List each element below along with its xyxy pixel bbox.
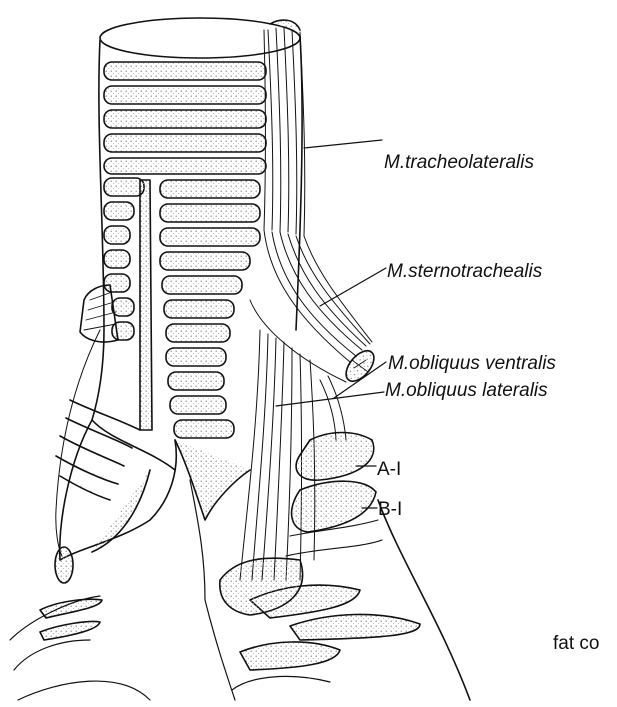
label-obliquus-ventralis: M.obliquus ventralis <box>388 354 556 373</box>
label-b1: B-I <box>378 500 402 519</box>
lower-left-ring-2 <box>40 621 100 640</box>
lower-left-ring-1 <box>40 599 102 618</box>
label-fat: fat co <box>553 634 599 653</box>
trachea-ridge <box>140 180 152 430</box>
ring-b1 <box>292 481 376 532</box>
m-obliquus-ventralis <box>320 376 346 440</box>
label-a1: A-I <box>377 460 401 479</box>
label-tracheolateralis: M.tracheolateralis <box>384 153 534 172</box>
label-obliquus-lateralis: M.obliquus lateralis <box>385 381 548 400</box>
tracheal-rings-lower <box>104 178 260 438</box>
right-bronchus-ring-2 <box>290 614 420 640</box>
m-tracheolateralis <box>264 28 305 236</box>
fat-droplet <box>55 547 73 583</box>
label-sternotrachealis: M.sternotrachealis <box>387 262 542 281</box>
tracheal-rings-upper <box>104 62 266 174</box>
ring-a1 <box>296 433 374 481</box>
nerve-line <box>56 330 100 556</box>
bifurcation <box>175 440 250 520</box>
right-bronchus-outline <box>378 500 470 700</box>
right-bronchus-ring-3 <box>240 642 340 670</box>
